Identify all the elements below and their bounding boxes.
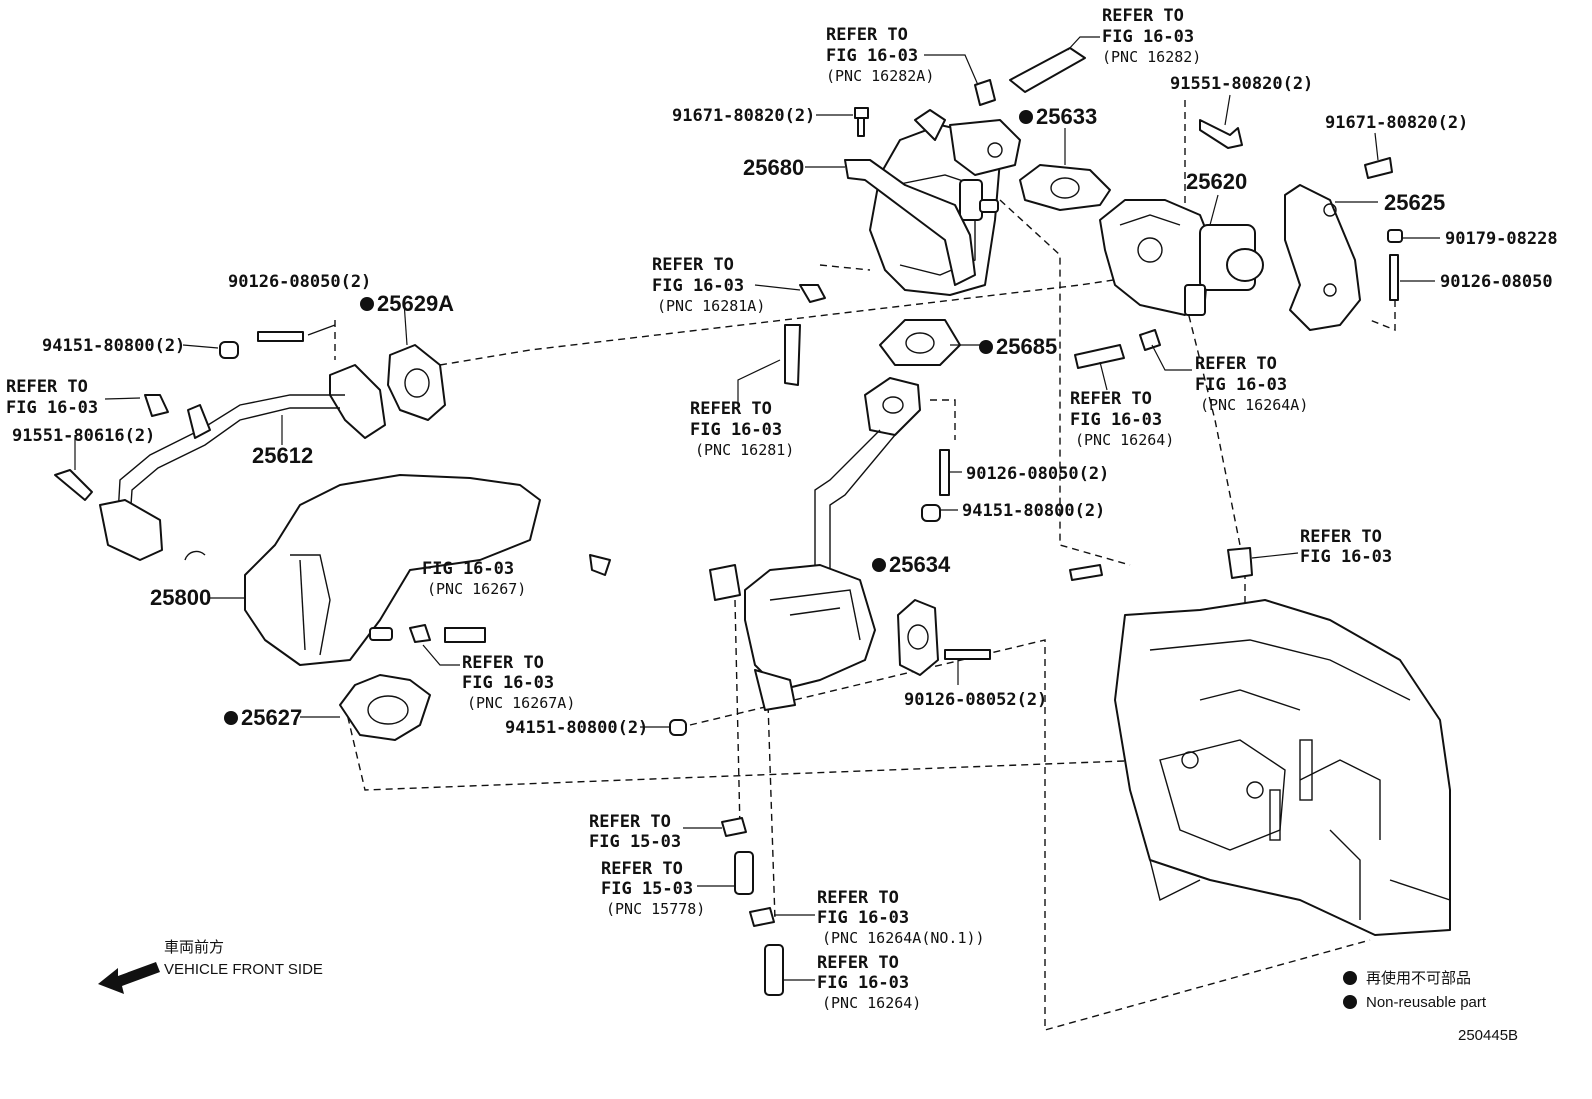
ref-label-3: REFER TO — [652, 255, 734, 275]
legend-dot-icon — [1343, 995, 1357, 1009]
fastener-label-90126-b: 90126-08050(2) — [228, 272, 371, 292]
ref-fig-5: FIG 16-03 — [690, 420, 782, 440]
ref-fig-3: FIG 16-03 — [652, 276, 744, 296]
ref-pnc-14: (PNC 16264) — [822, 994, 921, 1012]
gasket-25685 — [879, 319, 961, 366]
ref-fig-1: FIG 16-03 — [826, 46, 918, 66]
ref-pnc-13: (PNC 16264A(NO.1)) — [822, 929, 985, 947]
egr-valve-25620 — [1099, 199, 1264, 316]
part-label-25680: 25680 — [743, 155, 804, 180]
ref-fig-10: FIG 16-03 — [462, 673, 554, 693]
ref-label-7: REFER TO — [1195, 354, 1277, 374]
gasket-25633 — [1019, 164, 1111, 211]
ref-pnc-5: (PNC 16281) — [695, 441, 794, 459]
fastener-label-91551-a: 91551-80820(2) — [1170, 74, 1313, 94]
engine-block — [1114, 599, 1451, 936]
ref-fig-13: FIG 16-03 — [817, 908, 909, 928]
egr-valve-housing — [589, 554, 876, 711]
ref-label-4: REFER TO — [6, 377, 88, 397]
fastener-label-94151-a: 94151-80800(2) — [42, 336, 185, 356]
legend-en: Non-reusable part — [1366, 994, 1487, 1011]
ref-pnc-7: (PNC 16264A) — [1200, 396, 1308, 414]
part-label-25685: 25685 — [996, 334, 1057, 359]
part-label-25625: 25625 — [1384, 190, 1445, 215]
fasteners — [54, 107, 1403, 736]
ref-label-10: REFER TO — [462, 653, 544, 673]
ref-label-2: REFER TO — [1102, 6, 1184, 26]
leader-lines — [74, 36, 1440, 981]
ref-pnc-2: (PNC 16282) — [1102, 48, 1201, 66]
part-label-25612: 25612 — [252, 443, 313, 468]
non-reusable-dot-25627 — [224, 711, 238, 725]
ref-pnc-6: (PNC 16264) — [1075, 431, 1174, 449]
fastener-label-91551-b: 91551-80616(2) — [12, 426, 155, 446]
legend: 再使用不可部品 Non-reusable part — [1343, 970, 1487, 1011]
legend-jp: 再使用不可部品 — [1366, 970, 1471, 987]
ref-fig-11: FIG 15-03 — [589, 832, 681, 852]
fastener-label-90126-c: 90126-08050(2) — [966, 464, 1109, 484]
gasket-25627 — [339, 674, 431, 741]
ref-pnc-12: (PNC 15778) — [606, 900, 705, 918]
ref-pnc-3: (PNC 16281A) — [657, 297, 765, 315]
fastener-label-90126-a: 90126-08050 — [1440, 272, 1553, 292]
fastener-label-94151-b: 94151-80800(2) — [962, 501, 1105, 521]
front-side-jp: 車両前方 — [164, 939, 224, 956]
part-label-25634: 25634 — [889, 552, 951, 577]
egr-pipe-25612 — [99, 364, 386, 561]
non-reusable-dot-25633 — [1019, 110, 1033, 124]
part-label-25633: 25633 — [1036, 104, 1097, 129]
fastener-label-91671-b: 91671-80820(2) — [1325, 113, 1468, 133]
hoses — [409, 324, 1161, 996]
ref-fig-2: FIG 16-03 — [1102, 27, 1194, 47]
fastener-label-91671-a: 91671-80820(2) — [672, 106, 815, 126]
fastener-label-90179: 90179-08228 — [1445, 229, 1558, 249]
fastener-label-90126-d: 90126-08052(2) — [904, 690, 1047, 710]
legend-dot-icon — [1343, 971, 1357, 985]
egr-cooler-25680 — [799, 47, 1086, 303]
part-label-25620: 25620 — [1186, 169, 1247, 194]
part-label-25627: 25627 — [241, 705, 302, 730]
gasket-25629A — [387, 344, 446, 421]
gasket-25634 — [897, 599, 939, 676]
non-reusable-dot-25685 — [979, 340, 993, 354]
non-reusable-dot-25629A — [360, 297, 374, 311]
ref-label-11: REFER TO — [589, 812, 671, 832]
ref-label-14: REFER TO — [817, 953, 899, 973]
egr-pipe — [814, 377, 921, 575]
front-arrow-icon — [98, 962, 160, 994]
non-reusable-dot-25634 — [872, 558, 886, 572]
part-label-25629A: 25629A — [377, 291, 454, 316]
ref-label-5: REFER TO — [690, 399, 772, 419]
vehicle-front-indicator: 車両前方 VEHICLE FRONT SIDE — [98, 939, 323, 994]
ref-label-13: REFER TO — [817, 888, 899, 908]
fastener-label-94151-c: 94151-80800(2) — [505, 718, 648, 738]
part-number-labels: REFER TO FIG 16-03 (PNC 16282A) REFER TO… — [6, 6, 1558, 1012]
egr-cooler-25800 — [184, 474, 541, 666]
ref-label-8: REFER TO — [1300, 527, 1382, 547]
front-side-en: VEHICLE FRONT SIDE — [164, 961, 323, 978]
part-label-25800: 25800 — [150, 585, 211, 610]
ref-fig-6: FIG 16-03 — [1070, 410, 1162, 430]
ref-fig-14: FIG 16-03 — [817, 973, 909, 993]
ref-fig-12: FIG 15-03 — [601, 879, 693, 899]
diagram-id: 250445B — [1458, 1027, 1518, 1044]
bracket-25625 — [1284, 184, 1361, 331]
ref-pnc-9: (PNC 16267) — [427, 580, 526, 598]
ref-pnc-10: (PNC 16267A) — [467, 694, 575, 712]
ref-pnc-1: (PNC 16282A) — [826, 67, 934, 85]
ref-fig-7: FIG 16-03 — [1195, 375, 1287, 395]
ref-fig-9: FIG 16-03 — [422, 559, 514, 579]
ref-fig-4: FIG 16-03 — [6, 398, 98, 418]
ref-label-12: REFER TO — [601, 859, 683, 879]
ref-label-6: REFER TO — [1070, 389, 1152, 409]
ref-fig-8: FIG 16-03 — [1300, 547, 1392, 567]
ref-label-1: REFER TO — [826, 25, 908, 45]
